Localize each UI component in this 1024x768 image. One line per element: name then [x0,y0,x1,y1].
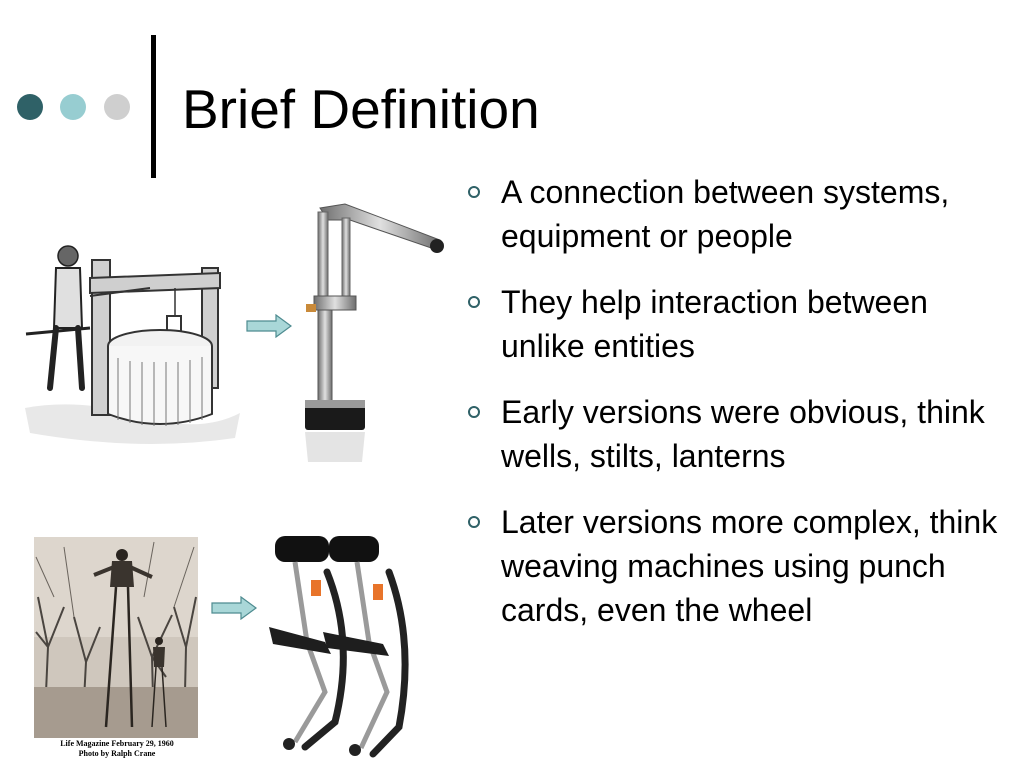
photo-caption-line2: Photo by Ralph Crane [78,749,156,758]
well-illustration [25,245,240,444]
list-item: Later versions more complex, think weavi… [465,500,1005,632]
bullet-text: Later versions more complex, think weavi… [501,504,998,628]
list-item: Early versions were obvious, think wells… [465,390,1005,478]
list-item: A connection between systems, equipment … [465,170,1005,258]
title-divider [151,35,156,178]
pump-illustration [305,203,444,462]
decor-dot-dark [17,94,43,120]
bullet-text: They help interaction between unlike ent… [501,284,928,364]
jumping-stilts-illustration [269,536,409,758]
bullet-list: A connection between systems, equipment … [465,170,1005,654]
arrow-right-icon [246,314,292,338]
decor-dot-teal [60,94,86,120]
arrow-right-icon [211,596,257,620]
stilts-photo [34,537,198,738]
list-item: They help interaction between unlike ent… [465,280,1005,368]
bullet-text: Early versions were obvious, think wells… [501,394,985,474]
bullet-ring-icon [468,406,480,418]
bullet-ring-icon [468,186,480,198]
bullet-ring-icon [468,296,480,308]
decor-dot-gray [104,94,130,120]
photo-caption: Life Magazine February 29, 1960 Photo by… [34,739,200,759]
bullet-text: A connection between systems, equipment … [501,174,950,254]
bullet-ring-icon [468,516,480,528]
slide-title: Brief Definition [182,78,540,140]
photo-caption-line1: Life Magazine February 29, 1960 [60,739,174,748]
